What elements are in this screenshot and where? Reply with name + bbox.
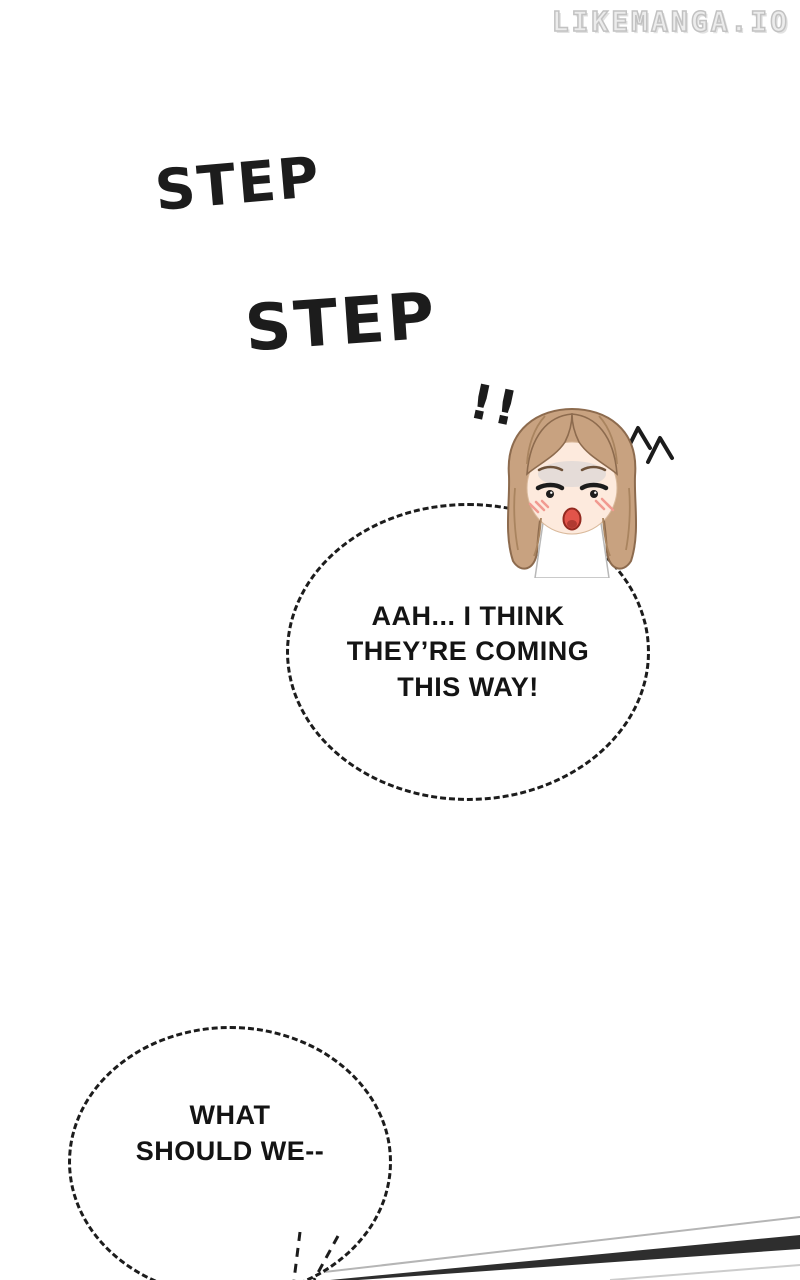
bubble1-line-3: THIS WAY! [397,671,539,702]
eye-right-lid [579,482,609,491]
pupil-left-glint [550,491,553,494]
bangs-left [526,413,573,476]
bubble2-line-1: WHAT [189,1100,271,1131]
bubble1-line-1: AAH... I THINK [371,600,565,631]
pupil-right-glint [594,491,597,494]
shocked-girl-face [506,408,638,578]
blush-marks [528,497,615,514]
site-watermark: LIKEMANGA.IO [551,4,790,39]
pupil-right [590,490,598,498]
hair-strands [513,415,631,557]
bangs-right [571,413,618,476]
pupil-left [546,490,554,498]
speech-bubble-shock-text: AAH... I THINK THEY’RE COMING THIS WAY! [347,599,590,706]
sfx-step-2: STEP [242,279,440,367]
eye-left-lid [535,482,565,491]
mouth-inner [567,520,577,528]
speech-bubble-what-text: WHAT SHOULD WE-- [136,1098,324,1169]
sfx-step-1: STEP [152,144,324,225]
bubble1-line-2: THEY’RE COMING [346,636,590,667]
face-shape [526,441,618,535]
floor-edge-lines [254,1216,800,1280]
bubble2-line-2: SHOULD WE-- [135,1136,325,1166]
eyebrow-right [580,465,607,472]
speech-bubble-tail [292,1231,340,1280]
eyebrow-left [537,465,564,472]
